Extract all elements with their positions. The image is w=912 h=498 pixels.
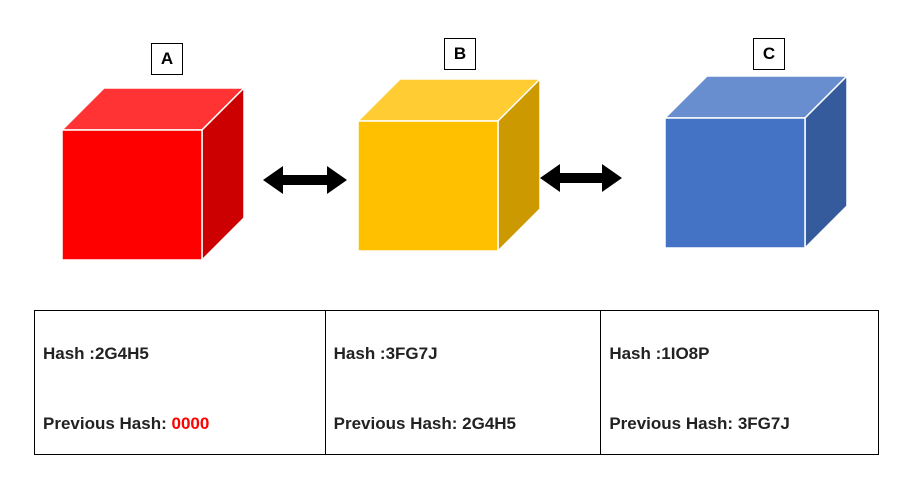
- block-b-hash-cell: Hash :3FG7J Previous Hash: 2G4H5: [324, 310, 602, 455]
- block-a-hash-cell: Hash :2G4H5 Previous Hash: 0000: [34, 310, 326, 455]
- block-c-label: C: [753, 38, 785, 70]
- hash-table-row: Hash :2G4H5 Previous Hash: 0000 Hash :3F…: [34, 310, 879, 455]
- previous-hash-label: Previous Hash:: [609, 414, 738, 433]
- block-b-cube-front: [357, 120, 499, 252]
- block-a-previous-hash-value: 0000: [171, 414, 210, 433]
- double-arrow-b-c: [540, 164, 622, 192]
- block-b-label: B: [444, 38, 476, 70]
- block-c-previous-hash: Previous Hash: 3FG7J: [609, 414, 789, 434]
- hash-table: Hash :2G4H5 Previous Hash: 0000 Hash :3F…: [34, 310, 879, 455]
- block-a-hash: Hash :2G4H5: [43, 344, 149, 363]
- block-b-hash: Hash :3FG7J: [333, 344, 438, 363]
- block-a-previous-hash: Previous Hash: 0000: [43, 414, 209, 434]
- block-b-previous-hash: Previous Hash: 2G4H5: [334, 414, 516, 434]
- previous-hash-label: Previous Hash:: [43, 414, 172, 433]
- block-c-previous-hash-value: 3FG7J: [737, 414, 790, 433]
- block-b-cube: [356, 77, 542, 253]
- block-a-label: A: [151, 43, 183, 75]
- previous-hash-label: Previous Hash:: [333, 414, 463, 433]
- block-c-hash-cell: Hash :1IO8P Previous Hash: 3FG7J: [600, 310, 879, 455]
- block-c-cube: [663, 74, 849, 250]
- block-c-hash: Hash :1IO8P: [609, 344, 710, 363]
- double-arrow-a-b: [263, 166, 347, 194]
- block-a-cube: [60, 86, 246, 262]
- block-b-previous-hash-value: 2G4H5: [462, 414, 517, 433]
- block-c-cube-front: [664, 117, 806, 249]
- block-a-cube-front: [61, 129, 203, 261]
- blockchain-diagram: [60, 74, 849, 262]
